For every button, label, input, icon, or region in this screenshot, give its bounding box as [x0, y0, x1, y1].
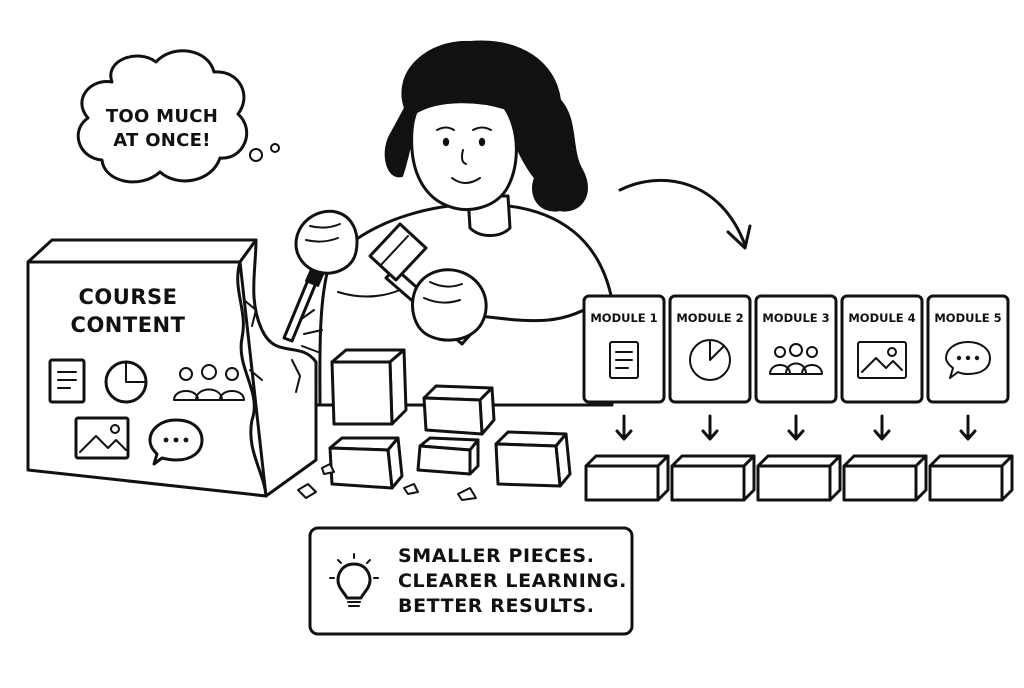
chunk — [330, 348, 408, 426]
image-icon — [74, 416, 130, 460]
broken-chunks — [297, 348, 572, 501]
thought-dot-small — [270, 143, 280, 153]
person-face — [410, 100, 518, 211]
module-label: MODULE 2 — [676, 311, 743, 325]
thought-text-line1: TOO MUCH — [106, 106, 218, 127]
empty-module-box — [584, 454, 670, 502]
lightbulb-icon — [329, 553, 379, 607]
module-label: MODULE 4 — [848, 311, 915, 325]
module-label: MODULE 1 — [590, 311, 657, 325]
down-arrow-icon — [787, 414, 805, 441]
chat-bubble-icon — [945, 341, 991, 379]
curved-arrow — [618, 178, 752, 250]
person-smile — [451, 177, 481, 184]
module-card: MODULE 2 — [668, 294, 752, 404]
modules-row: MODULE 1 MODULE 2 MODULE 3 MODULE 4 MODULE 5 — [582, 294, 1014, 502]
module-card: MODULE 5 — [926, 294, 1010, 404]
empty-module-box — [928, 454, 1014, 502]
chunk — [416, 436, 480, 476]
down-arrow-icon — [873, 414, 891, 441]
thought-bubble: TOO MUCH AT ONCE! — [76, 49, 280, 184]
course-content-block: COURSE CONTENT — [26, 238, 318, 498]
pie-chart-icon — [104, 360, 148, 404]
chunk — [494, 430, 572, 488]
impact-sparks — [299, 309, 323, 353]
people-group-icon — [173, 364, 245, 401]
empty-module-box — [670, 454, 756, 502]
thought-dot-large — [249, 148, 263, 162]
person-eye-left — [442, 137, 450, 147]
document-icon — [609, 341, 639, 379]
course-content-title-line2: CONTENT — [71, 313, 186, 337]
module-card: MODULE 3 — [754, 294, 838, 404]
hammer-head — [368, 222, 428, 282]
empty-module-box — [756, 454, 842, 502]
left-hand — [294, 209, 359, 275]
takeaway-box: SMALLER PIECES. CLEARER LEARNING. BETTER… — [308, 526, 634, 636]
pie-chart-icon — [689, 339, 731, 381]
module-label: MODULE 3 — [762, 311, 829, 325]
takeaway-line2: CLEARER LEARNING. — [398, 570, 627, 592]
down-arrow-icon — [959, 414, 977, 441]
down-arrow-icon — [701, 414, 719, 441]
course-content-title-line1: COURSE — [79, 285, 178, 309]
document-icon — [48, 358, 86, 404]
chunk — [422, 384, 496, 436]
image-icon — [857, 341, 907, 379]
people-group-icon — [769, 343, 823, 375]
chat-bubble-icon — [148, 418, 204, 466]
empty-module-box — [842, 454, 928, 502]
module-label: MODULE 5 — [934, 311, 1001, 325]
takeaway-line1: SMALLER PIECES. — [398, 545, 595, 567]
person-eye-right — [478, 137, 486, 147]
thought-text-line2: AT ONCE! — [113, 130, 211, 151]
takeaway-line3: BETTER RESULTS. — [398, 595, 595, 617]
chunk — [328, 436, 404, 490]
right-hand — [411, 268, 488, 342]
module-card: MODULE 1 — [582, 294, 666, 404]
down-arrow-icon — [615, 414, 633, 441]
module-card: MODULE 4 — [840, 294, 924, 404]
